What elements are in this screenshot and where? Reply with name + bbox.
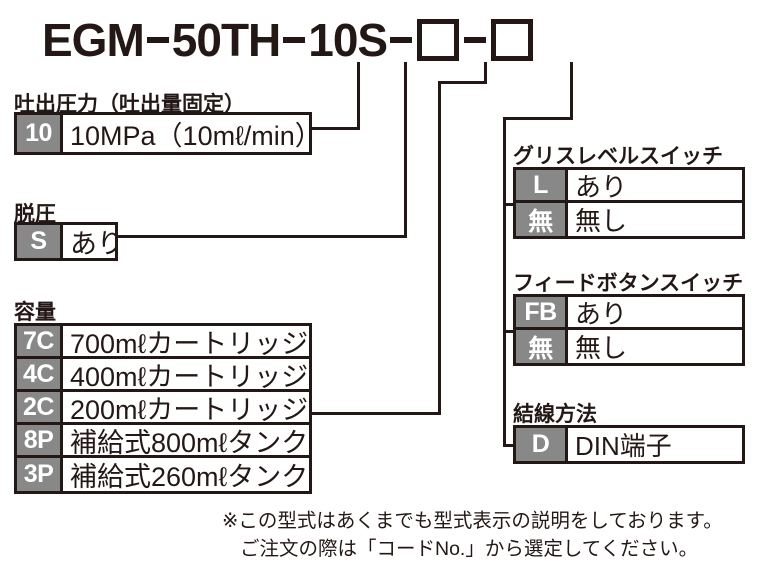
table-row: L あり [516, 170, 742, 203]
leader-pressure-horizontal [312, 127, 360, 130]
description-cell: 無し [575, 206, 628, 236]
section-title-wiring-method: 結線方法 [513, 403, 597, 426]
table-row: S あり [17, 225, 115, 258]
code-cell: D [516, 428, 568, 461]
description-cell: 無し [575, 333, 628, 363]
description-cell: 200mℓカートリッジ [70, 394, 309, 423]
table-row: 7C 700mℓカートリッジ [17, 326, 309, 359]
leader-right-stack-vertical-main [503, 117, 506, 447]
footnote: ※この型式はあくまでも型式表示の説明をしております。 ご注文の際は「コードNo.… [222, 508, 758, 563]
table-wiring-method: D DIN端子 [513, 425, 745, 464]
description-cell: 補給式800mℓタンク [70, 427, 309, 456]
leader-depressurization-horizontal [118, 235, 407, 238]
description-cell: 10MPa（10mℓ/min） [70, 121, 309, 151]
leader-capacity-horizontal-upper [438, 81, 487, 84]
table-row: 無 無し [516, 203, 742, 236]
leader-capacity-horizontal-lower [312, 412, 441, 415]
description-cell: 補給式260mℓタンク [70, 462, 309, 491]
table-row: 2C 200mℓカートリッジ [17, 392, 309, 425]
section-title-feed-button-switch: フィードボタンスイッチ [513, 272, 744, 295]
section-title-pressure: 吐出圧力（吐出量固定） [14, 93, 245, 116]
table-row: FB あり [516, 297, 742, 330]
description-cell: あり [575, 298, 628, 328]
leader-right-stack-horizontal-top [503, 117, 573, 120]
leader-pressure-vertical [357, 62, 360, 130]
section-title-depressurization: 脱圧 [14, 203, 56, 226]
code-cell: 8P [17, 425, 63, 455]
section-title-grease-level-switch: グリスレベルスイッチ [513, 145, 723, 168]
table-feed-button-switch: FB あり 無 無し [513, 294, 745, 366]
code-cell: 無 [516, 203, 568, 236]
code-cell: L [516, 170, 568, 200]
model-dash-1 [146, 37, 169, 43]
model-dash-2 [283, 37, 306, 43]
table-row: 10 10MPa（10mℓ/min） [17, 115, 309, 152]
table-row: 無 無し [516, 330, 742, 363]
model-segment-egm: EGM [42, 14, 145, 66]
model-number-header: EGM 50TH 10S [42, 12, 535, 68]
leader-grease-level-branch [503, 203, 515, 206]
description-cell: 400mℓカートリッジ [70, 361, 309, 390]
table-row: 4C 400mℓカートリッジ [17, 359, 309, 392]
table-pressure: 10 10MPa（10mℓ/min） [14, 112, 312, 155]
description-cell: あり [575, 171, 628, 201]
model-dash-3 [390, 37, 413, 43]
model-placeholder-box-1 [417, 19, 460, 61]
code-cell: 4C [17, 359, 63, 389]
leader-depressurization-vertical [404, 62, 407, 238]
description-cell: あり [70, 229, 115, 258]
model-dash-4 [464, 37, 487, 43]
model-placeholder-box-2 [491, 19, 534, 61]
code-cell: 3P [17, 458, 63, 491]
description-cell: 700mℓカートリッジ [70, 328, 309, 357]
table-row: D DIN端子 [516, 428, 742, 461]
footnote-line-1: ※この型式はあくまでも型式表示の説明をしております。 [222, 510, 723, 532]
section-title-capacity: 容量 [14, 301, 56, 324]
code-cell: S [17, 225, 63, 258]
model-segment-50th: 50TH [171, 14, 281, 66]
description-cell: DIN端子 [575, 431, 672, 461]
table-row: 8P 補給式800mℓタンク [17, 425, 309, 458]
code-cell: FB [516, 297, 568, 327]
leader-capacity-vertical-upper [484, 62, 487, 84]
code-cell: 2C [17, 392, 63, 422]
table-depressurization: S あり [14, 222, 118, 261]
footnote-line-2: ご注文の際は「コードNo.」から選定してください。 [240, 537, 699, 560]
code-cell: 無 [516, 330, 568, 363]
code-cell: 7C [17, 326, 63, 356]
table-row: 3P 補給式260mℓタンク [17, 458, 309, 491]
model-segment-10s: 10S [308, 14, 388, 66]
leader-right-stack-vertical-top [570, 62, 573, 120]
table-capacity: 7C 700mℓカートリッジ 4C 400mℓカートリッジ 2C 200mℓカー… [14, 323, 312, 494]
leader-feed-button-branch [503, 330, 515, 333]
code-cell: 10 [17, 115, 63, 152]
leader-capacity-vertical-lower [438, 81, 441, 415]
table-grease-level-switch: L あり 無 無し [513, 167, 745, 239]
leader-wiring-method-branch [503, 444, 515, 447]
